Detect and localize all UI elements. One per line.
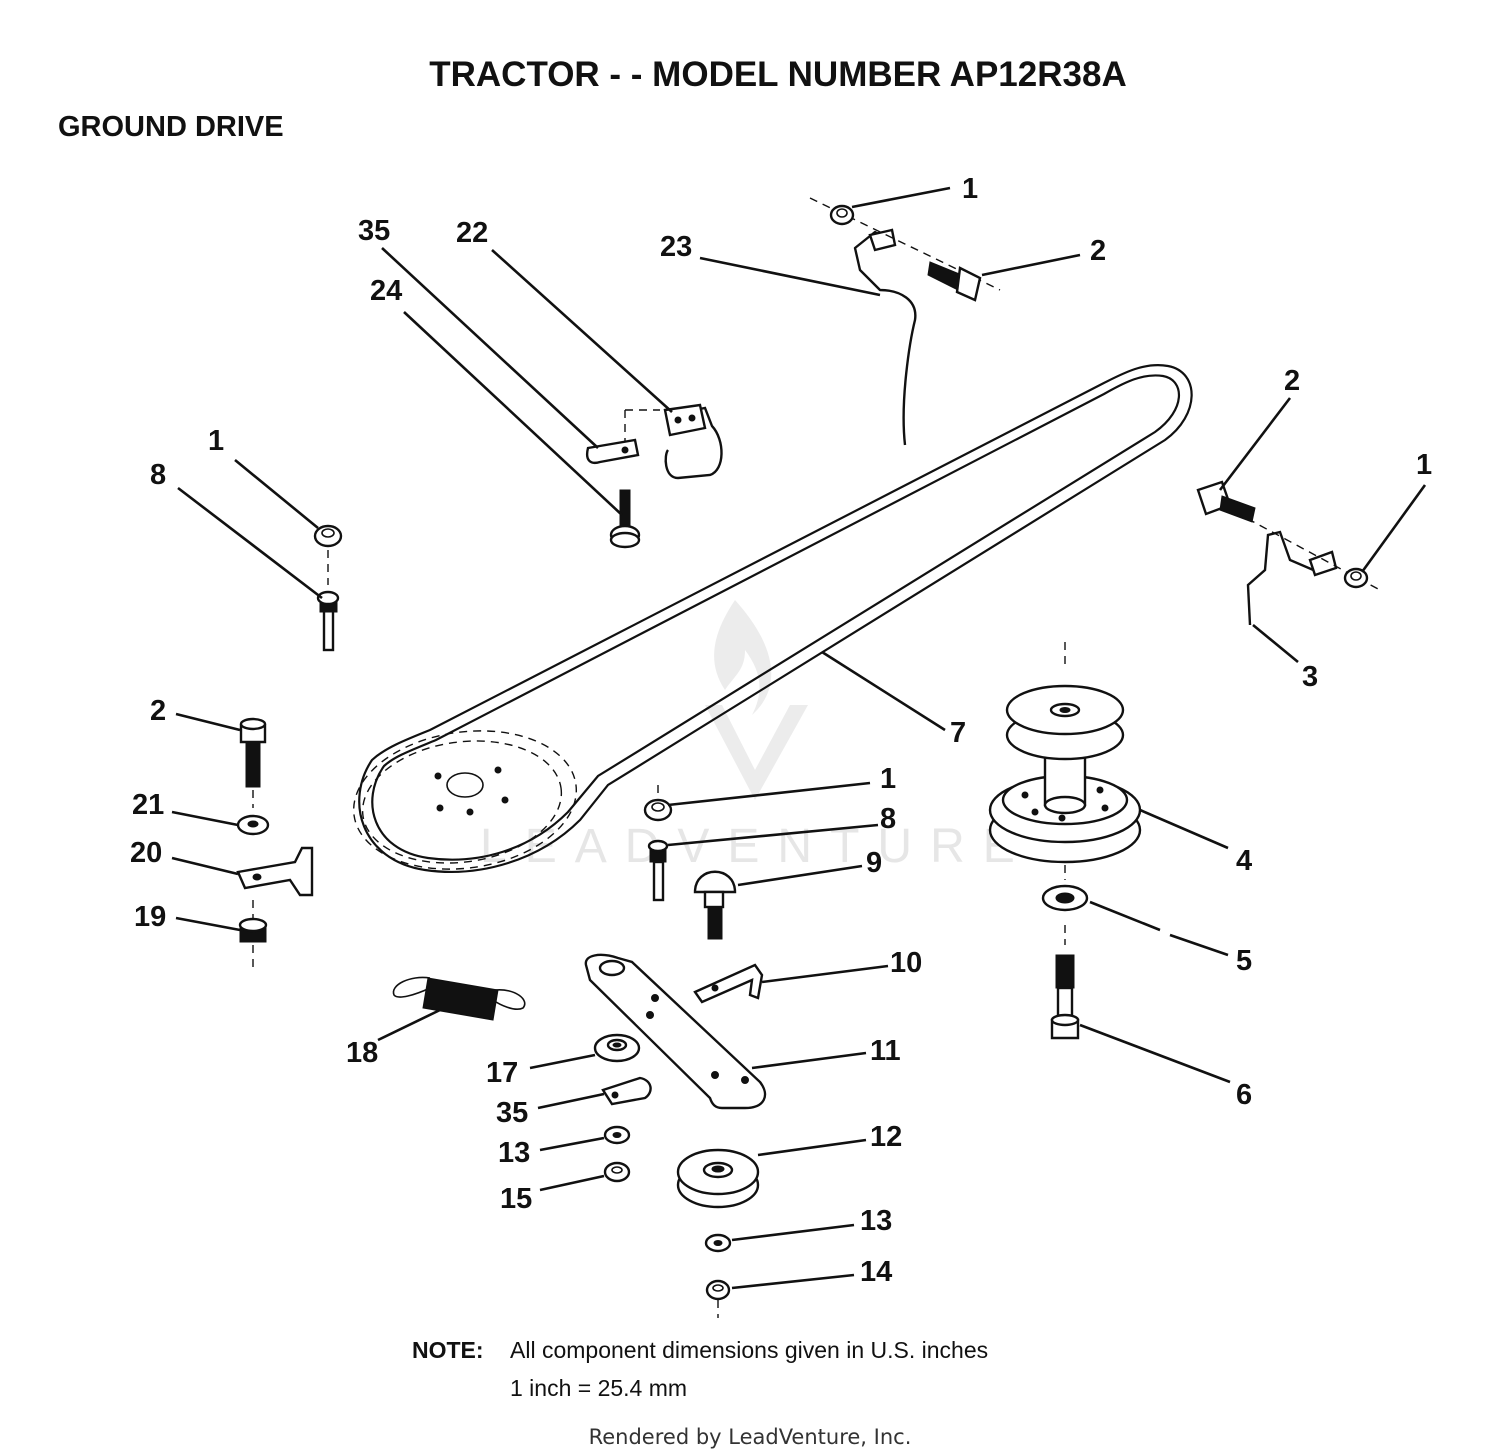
- callout-label: 11: [870, 1035, 901, 1067]
- callout-label: 7: [950, 717, 966, 749]
- page-title: TRACTOR - - MODEL NUMBER AP12R38A: [429, 55, 1126, 94]
- hex-bolt-left: [239, 717, 267, 808]
- clip-35-lower: [601, 1076, 652, 1106]
- carriage-bolt-9: [693, 870, 737, 940]
- note-label: NOTE:: [412, 1337, 484, 1363]
- callout-label: 13: [860, 1205, 892, 1237]
- callout-label: 18: [346, 1037, 378, 1069]
- watermark-text: LEADVENTURE: [480, 820, 1033, 873]
- callout-label: 22: [456, 217, 488, 249]
- idler-arm-11: [584, 953, 767, 1110]
- idler-pulley-12: [676, 1148, 760, 1209]
- bracket-10: [693, 963, 764, 1004]
- callout-label: 35: [496, 1097, 528, 1129]
- callout-label: 17: [486, 1057, 518, 1089]
- nut-14: [705, 1279, 731, 1318]
- callout-label: 9: [866, 847, 882, 879]
- callout-label: 5: [1236, 945, 1252, 977]
- hex-bolt-right: [1196, 480, 1256, 523]
- drive-pulley: [352, 730, 578, 870]
- callout-label: 4: [1236, 845, 1252, 877]
- rod-3: [1234, 511, 1381, 626]
- callout-label: 24: [370, 275, 402, 307]
- nut-15: [603, 1161, 631, 1183]
- callout-label: 13: [498, 1137, 530, 1169]
- watermark: LEADVENTURE: [480, 600, 1033, 873]
- double-pulley-4: [988, 642, 1142, 880]
- hex-nut-19: [238, 900, 268, 970]
- washer-13-left: [603, 1125, 631, 1145]
- belt-guide-22: [624, 403, 723, 480]
- callout-label: 2: [1090, 235, 1106, 267]
- callout-label: 19: [134, 901, 166, 933]
- callout-label: 14: [860, 1256, 892, 1288]
- screw-24: [609, 489, 641, 549]
- stud-8-left: [316, 590, 340, 652]
- callout-label: 3: [1302, 661, 1318, 693]
- callout-label: 8: [880, 803, 896, 835]
- callout-label: 8: [150, 459, 166, 491]
- hex-nut-left: [313, 524, 343, 585]
- callout-label: 20: [130, 837, 162, 869]
- callout-label: 15: [500, 1183, 532, 1215]
- note-line-2: 1 inch = 25.4 mm: [510, 1375, 687, 1401]
- washer-17: [593, 1033, 641, 1063]
- spring-18: [392, 976, 526, 1021]
- hex-nut-right: [1343, 567, 1369, 589]
- dimension-note: NOTE: All component dimensions given in …: [412, 1337, 988, 1401]
- bracket-20: [236, 846, 314, 897]
- belt-guide-rod-23: [809, 197, 1001, 446]
- leader-lines: [171, 186, 1427, 1290]
- washer-5: [1041, 884, 1089, 912]
- drive-belt: [358, 364, 1193, 873]
- callout-label: 35: [358, 215, 390, 247]
- callout-label: 12: [870, 1121, 902, 1153]
- callout-label: 23: [660, 231, 692, 263]
- hex-bolt-top: [927, 261, 982, 302]
- callout-label: 6: [1236, 1079, 1252, 1111]
- callout-label: 1: [962, 173, 978, 205]
- washer-21: [236, 814, 270, 836]
- hex-nut-center: [643, 785, 673, 822]
- clip-35-top: [586, 438, 640, 464]
- shoulder-bolt-6: [1050, 925, 1080, 1040]
- washer-13-lower: [704, 1233, 732, 1253]
- callout-label: 2: [150, 695, 166, 727]
- hex-nut-top: [829, 204, 855, 226]
- callout-label: 2: [1284, 365, 1300, 397]
- section-title: GROUND DRIVE: [58, 111, 284, 143]
- callout-label: 21: [132, 789, 164, 821]
- footer-credit: Rendered by LeadVenture, Inc.: [589, 1425, 912, 1449]
- callout-label: 1: [880, 763, 896, 795]
- callout-label: 1: [208, 425, 224, 457]
- stud-8-center: [647, 839, 669, 902]
- callout-labels: 1 2 23 35 22 24 2 1 3 1 8 7 4 5 6 2 21 2…: [130, 173, 1432, 1288]
- note-line-1: All component dimensions given in U.S. i…: [510, 1337, 988, 1363]
- callout-label: 1: [1416, 449, 1432, 481]
- callout-label: 10: [890, 947, 922, 979]
